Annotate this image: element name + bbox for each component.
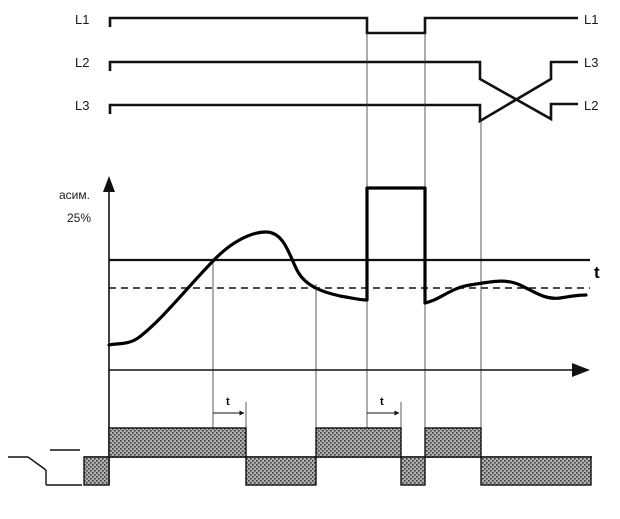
relay-lower-0 <box>83 456 110 486</box>
relay-lower-3 <box>480 456 592 486</box>
delay-label-2: t <box>380 396 384 408</box>
time-label: t <box>594 263 600 282</box>
phase-trace-l1 <box>108 16 578 35</box>
relay-upper-1 <box>108 427 247 458</box>
relay-upper-2 <box>315 427 402 458</box>
phase-label-right-3: L2 <box>584 98 598 113</box>
time-axis-arrow <box>572 363 590 377</box>
phase-label-left-2: L2 <box>75 55 89 70</box>
relay-contact-symbol <box>8 449 82 486</box>
phase-label-right-2: L3 <box>584 55 598 70</box>
relay-upper-3 <box>424 427 482 458</box>
asymmetry-curve <box>107 186 588 347</box>
phase-label-left-3: L3 <box>75 98 89 113</box>
phase-trace-l2 <box>108 60 578 122</box>
relay-lower-1 <box>245 456 317 486</box>
y-axis-arrow <box>103 176 115 192</box>
phase-trace-l3 <box>108 60 578 124</box>
relay-lower-2 <box>400 456 426 486</box>
y-axis-label-line1: асим. <box>59 188 90 202</box>
delay-label-1: t <box>226 396 230 408</box>
phase-label-left-1: L1 <box>75 12 89 27</box>
y-axis-label-line2: 25% <box>67 211 91 225</box>
phase-label-right-1: L1 <box>584 12 598 27</box>
